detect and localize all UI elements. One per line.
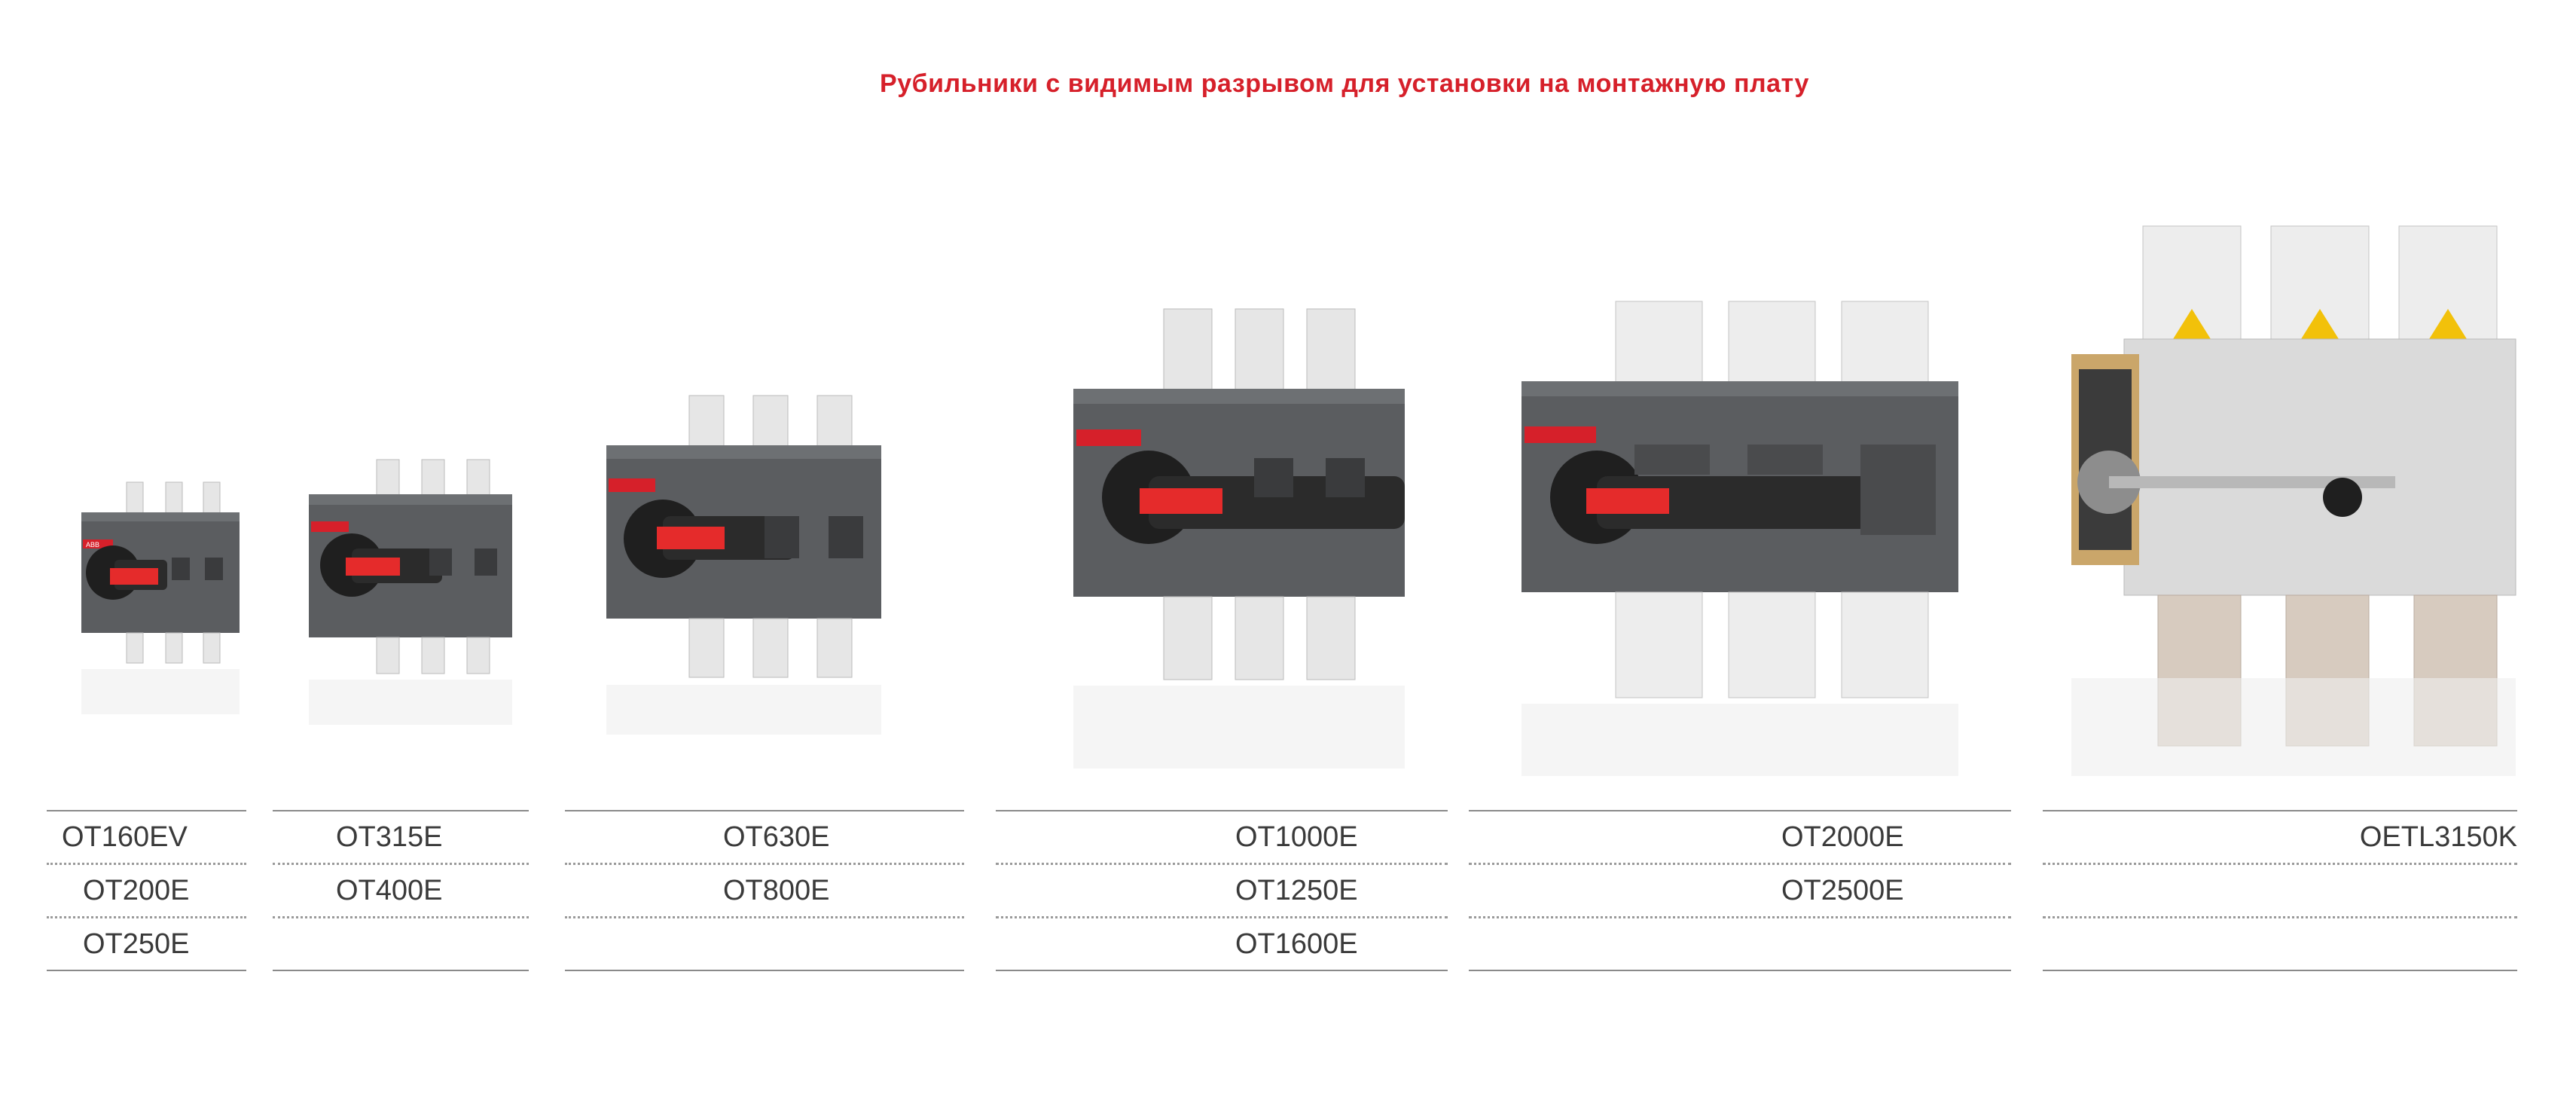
model-row: OT315E bbox=[273, 811, 529, 865]
model-row: OT250E bbox=[47, 918, 246, 971]
model-row bbox=[2043, 865, 2517, 918]
model-column-1: OT160EV OT200E OT250E bbox=[47, 810, 246, 971]
model-row: OT2500E bbox=[1469, 865, 2011, 918]
product-image-ot160: ABB bbox=[75, 481, 256, 731]
model-row bbox=[1469, 918, 2011, 971]
model-name: OT2000E bbox=[1781, 821, 1904, 853]
model-name: OT400E bbox=[336, 875, 443, 906]
model-row bbox=[2043, 918, 2517, 971]
product-image-ot1000 bbox=[1066, 308, 1420, 776]
model-name: OT160EV bbox=[62, 821, 188, 853]
abb-logo: ABB bbox=[86, 541, 99, 549]
model-name: OT250E bbox=[83, 928, 190, 960]
model-row: OETL3150K bbox=[2043, 811, 2517, 865]
model-row: OT200E bbox=[47, 865, 246, 918]
page-title: Рубильники с видимым разрывом для устано… bbox=[880, 69, 1809, 98]
model-name: OETL3150K bbox=[2359, 821, 2517, 853]
model-row: OT630E bbox=[565, 811, 964, 865]
model-name: OT315E bbox=[336, 821, 443, 853]
model-name: OT2500E bbox=[1781, 875, 1904, 906]
model-column-4: OT1000E OT1250E OT1600E bbox=[996, 810, 1448, 971]
model-column-6: OETL3150K bbox=[2043, 810, 2517, 971]
model-name: OT630E bbox=[723, 821, 830, 853]
model-row: OT1000E bbox=[996, 811, 1448, 865]
product-image-ot315 bbox=[305, 459, 523, 731]
model-row: OT400E bbox=[273, 865, 529, 918]
model-column-5: OT2000E OT2500E bbox=[1469, 810, 2011, 971]
product-image-ot630 bbox=[603, 395, 889, 742]
model-name: OT200E bbox=[83, 875, 190, 906]
model-name: OT1250E bbox=[1235, 875, 1358, 906]
model-name: OT1000E bbox=[1235, 821, 1358, 853]
model-column-3: OT630E OT800E bbox=[565, 810, 964, 971]
model-row bbox=[565, 918, 964, 971]
model-row: OT2000E bbox=[1469, 811, 2011, 865]
model-row bbox=[273, 918, 529, 971]
model-row: OT1250E bbox=[996, 865, 1448, 918]
model-name: OT800E bbox=[723, 875, 830, 906]
product-image-oetl3150 bbox=[2064, 225, 2531, 784]
model-name: OT1600E bbox=[1235, 928, 1358, 960]
model-row: OT160EV bbox=[47, 811, 246, 865]
model-column-2: OT315E OT400E bbox=[273, 810, 529, 971]
product-image-ot2000 bbox=[1514, 301, 1966, 784]
model-row: OT800E bbox=[565, 865, 964, 918]
model-row: OT1600E bbox=[996, 918, 1448, 971]
